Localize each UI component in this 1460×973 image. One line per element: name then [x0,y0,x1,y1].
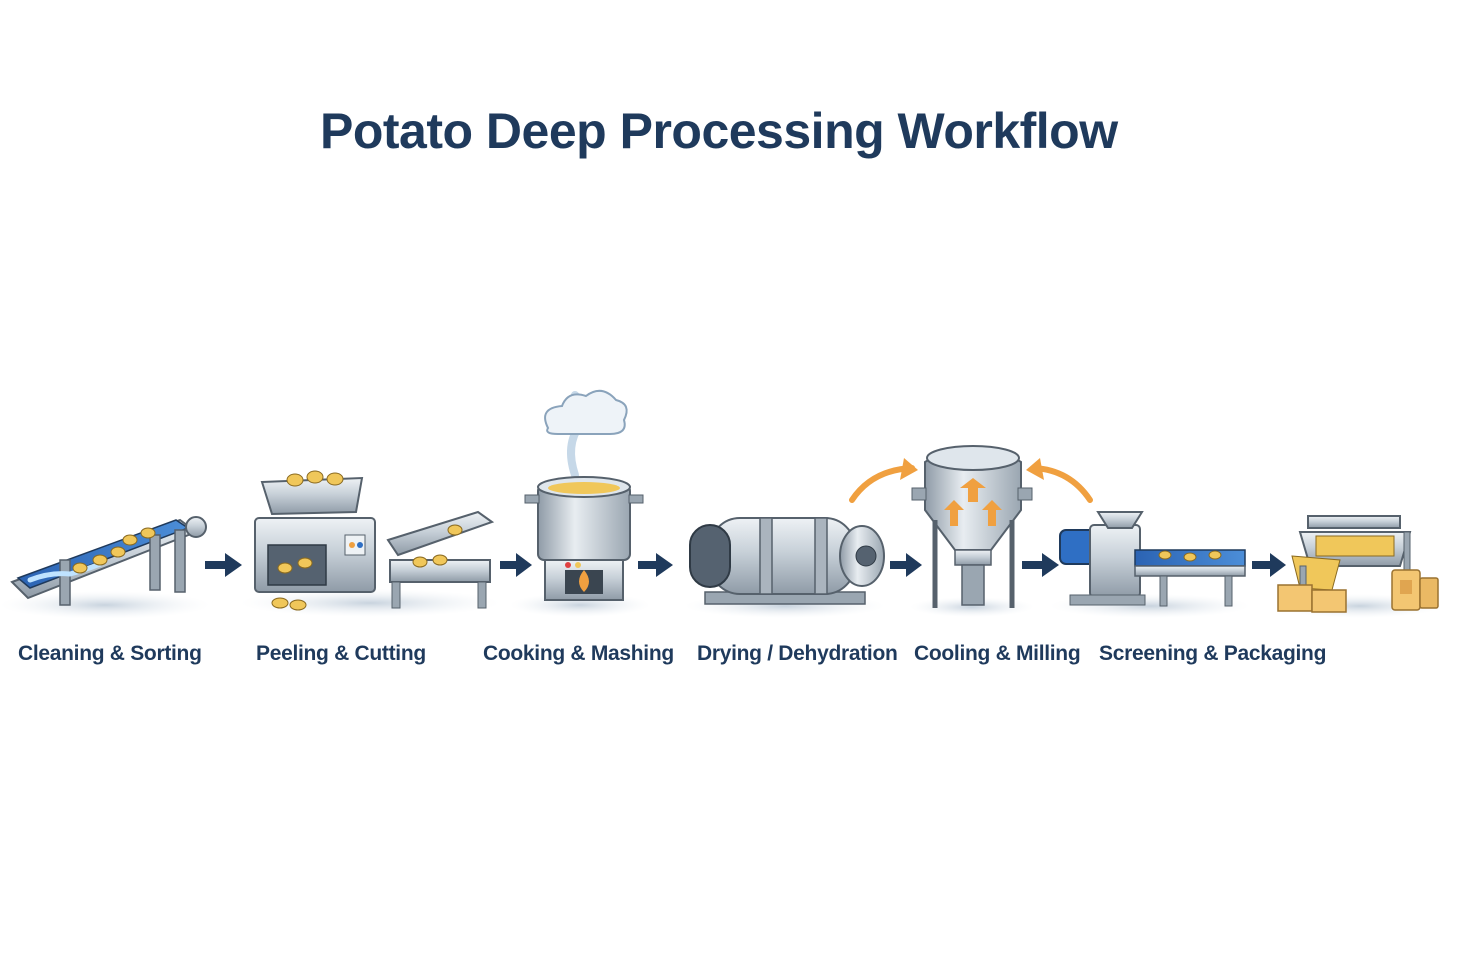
packaging-machine-icon [1050,511,1250,618]
arrow-icon [1252,553,1286,577]
step-label-cooking-mashing: Cooking & Mashing [483,642,674,665]
arrow-icon [1022,553,1059,577]
arrow-icon [638,553,673,577]
packaging-output-icon [1277,515,1442,618]
cooling-silo-icon [849,445,1093,617]
arrow-icon [500,553,532,577]
step-label-cooling-milling: Cooling & Milling [914,642,1081,665]
workflow-diagram [0,389,1442,619]
step-label-cleaning-sorting: Cleaning & Sorting [18,642,202,665]
arrow-icon [205,553,242,577]
steam-cooker-icon [510,389,650,617]
step-label-peeling-cutting: Peeling & Cutting [256,642,426,665]
rotary-dryer-icon [685,517,885,618]
conveyor-washer-icon [0,516,210,619]
arrow-icon [890,553,922,577]
step-label-screening-packaging: Screening & Packaging [1099,642,1327,665]
step-label-drying-dehydration: Drying / Dehydration [697,642,898,665]
peeler-cutter-icon [240,470,500,617]
page-title: Potato Deep Processing Workflow [320,103,1118,159]
